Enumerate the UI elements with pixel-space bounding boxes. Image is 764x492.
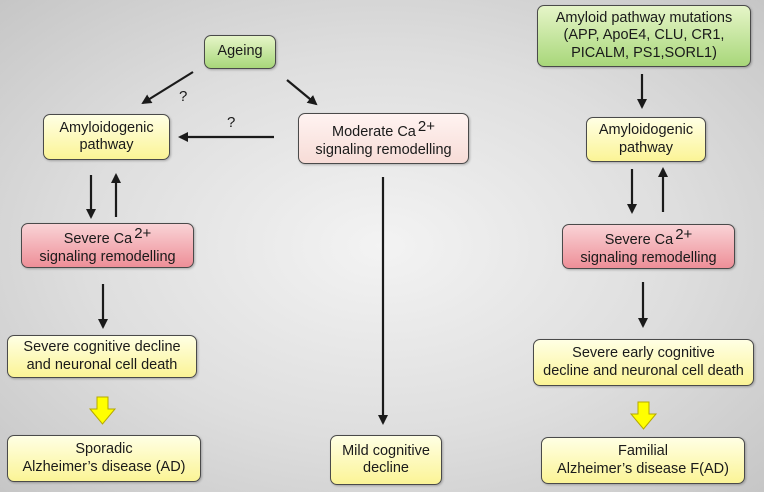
amyloidogenic-left-line1: Amyloidogenic [59,119,154,136]
arrow-ageing-to-amyloidogenic [141,71,194,105]
severe-ca-left-superscript: 2+ [134,225,152,243]
familial-ad-line1: Familial [618,443,668,460]
amyloidogenic-pathway-box-left: Amyloidogenic pathway [43,114,170,160]
mutations-line1: Amyloid pathway mutations [555,9,733,26]
block-arrow-right [629,401,658,430]
amyloidogenic-pathway-box-right: Amyloidogenic pathway [586,117,706,162]
severe-decline-right-line1: Severe early cognitive [572,345,715,362]
severe-ca-right-superscript: 2+ [675,226,693,244]
moderate-ca-line2: signaling remodelling [315,141,452,158]
question-mark-upper: ? [179,88,188,105]
severe-decline-left-line1: Severe cognitive decline [23,339,181,356]
familial-ad-box: Familial Alzheimer’s disease F(AD) [541,437,745,484]
sporadic-ad-box: Sporadic Alzheimer’s disease (AD) [7,435,201,482]
moderate-ca-prefix: Moderate Ca [332,124,416,141]
question-mark-middle: ? [227,114,236,131]
amyloidogenic-left-line2: pathway [79,137,134,153]
mild-decline-line2: decline [363,460,409,476]
severe-early-decline-box-right: Severe early cognitive decline and neuro… [533,339,754,386]
mild-decline-line1: Mild cognitive [342,442,430,459]
severe-decline-right-line2: decline and neuronal cell death [543,362,744,379]
ageing-box: Ageing [204,35,276,69]
severe-ca-left-prefix: Severe Ca [63,231,133,248]
severe-decline-left-line2: and neuronal cell death [26,356,178,373]
arrow-ageing-to-moderate-ca [286,79,318,106]
ageing-label: Ageing [217,43,263,60]
severe-ca-right-prefix: Severe Ca [604,232,674,249]
severe-ca-right-line2: signaling remodelling [580,249,717,266]
mild-cognitive-decline-box: Mild cognitive decline [330,435,442,485]
sporadic-ad-line2: Alzheimer’s disease (AD) [22,458,186,475]
moderate-ca-superscript: 2+ [417,118,435,136]
mutations-line3: PICALM, PS1,SORL1) [571,44,717,61]
amyloidogenic-right-line1: Amyloidogenic [598,122,694,139]
amyloidogenic-right-line2: pathway [618,139,673,156]
severe-ca-left-line2: signaling remodelling [39,248,176,265]
amyloid-mutations-box: Amyloid pathway mutations (APP, ApoE4, C… [537,5,751,67]
familial-ad-line2: Alzheimer’s disease F(AD) [557,460,729,477]
severe-cognitive-decline-box-left: Severe cognitive decline and neuronal ce… [7,335,197,378]
sporadic-ad-line1: Sporadic [75,441,133,458]
mutations-line2: (APP, ApoE4, CLU, CR1, [563,27,725,44]
block-arrow-left [88,396,117,425]
